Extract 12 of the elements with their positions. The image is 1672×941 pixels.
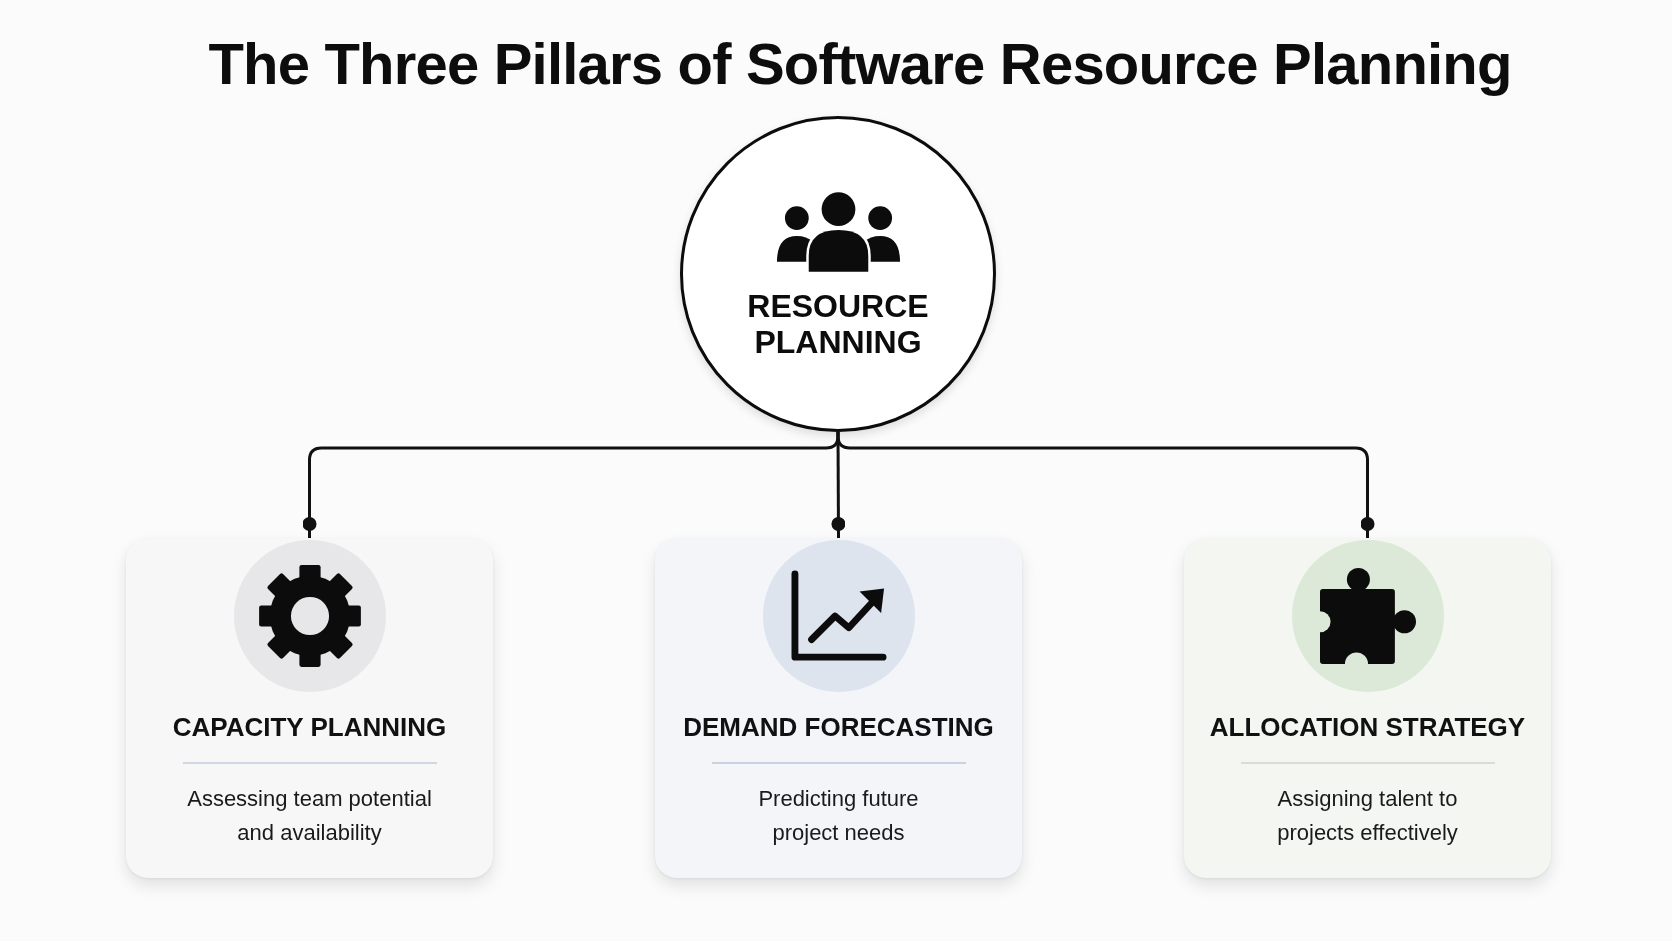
card-heading: ALLOCATION STRATEGY bbox=[1209, 712, 1526, 742]
pillar-card bbox=[126, 538, 493, 878]
card-heading: DEMAND FORECASTING bbox=[683, 712, 994, 742]
card-heading: CAPACITY PLANNING bbox=[172, 712, 447, 742]
connector-line bbox=[836, 431, 1375, 538]
hub-label: RESOURCE PLANNING bbox=[746, 288, 930, 360]
pillar-card bbox=[1184, 538, 1551, 878]
card-description: Predicting future project needs bbox=[757, 785, 920, 847]
diagram-title: The Three Pillars of Software Resource Planning bbox=[208, 30, 1512, 98]
card-description: Assessing team potential and availability bbox=[186, 785, 433, 847]
pillar-card bbox=[655, 538, 1022, 878]
card-description: Assigning talent to projects effectively bbox=[1276, 785, 1459, 847]
